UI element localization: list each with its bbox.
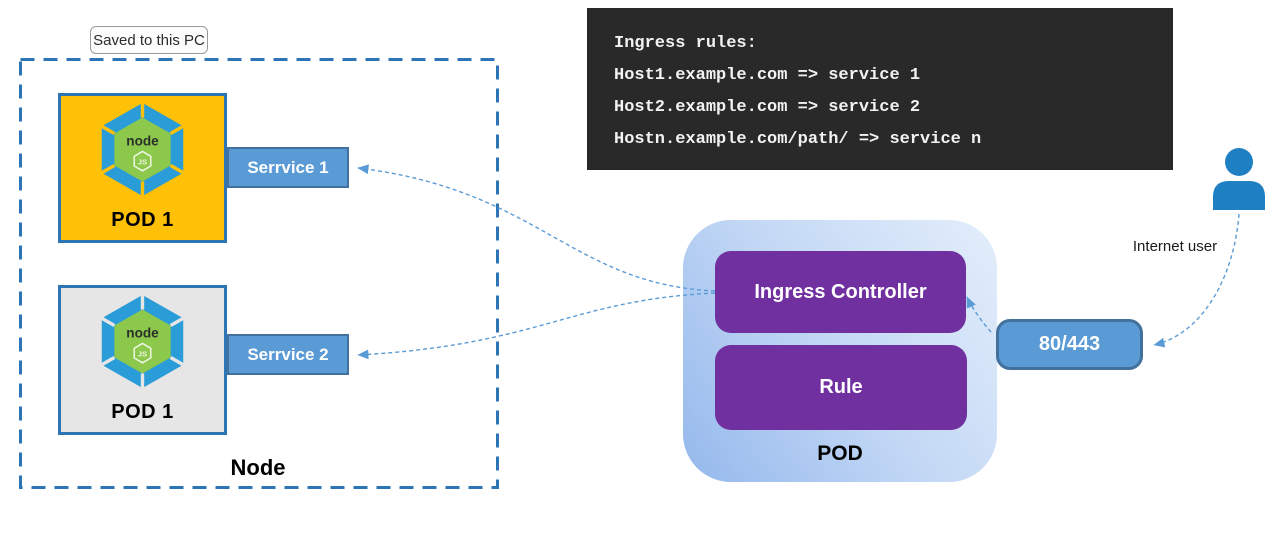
ingress-controller-label: Ingress Controller	[754, 280, 927, 303]
node-box-label: Node	[230, 455, 286, 480]
pod-1-yellow: node JS POD 1	[58, 93, 227, 243]
ingress-rules-panel: Ingress rules: Host1.example.com => serv…	[587, 8, 1173, 170]
code-line-host1: Host1.example.com => service 1	[614, 66, 921, 85]
pod-1-label: POD 1	[111, 209, 174, 231]
code-line-hostn: Hostn.example.com/path/ => service n	[614, 130, 982, 149]
pod-2-label: POD 1	[111, 401, 174, 423]
nodejs-logo-icon: node JS	[100, 294, 185, 389]
rule-label: Rule	[819, 376, 863, 398]
arrow-ingress-to-service-2	[357, 292, 716, 360]
code-line-title: Ingress rules:	[614, 34, 757, 53]
port-label: 80/443	[1038, 333, 1101, 355]
port-80-443-box: 80/443	[996, 319, 1143, 370]
ingress-pod-container: Ingress Controller Rule POD	[683, 220, 997, 482]
arrow-ingress-to-service-1	[357, 164, 716, 292]
nodejs-js-badge: JS	[138, 350, 147, 359]
ingress-pod-label: POD	[817, 442, 863, 465]
nodejs-js-badge: JS	[138, 158, 147, 167]
pod-2-gray: node JS POD 1	[58, 285, 227, 435]
code-line-host2: Host2.example.com => service 2	[614, 98, 921, 117]
arrow-user-to-port	[1153, 213, 1240, 348]
internet-user-icon	[1213, 148, 1265, 210]
service-1-label: Serrvice 1	[247, 157, 329, 177]
service-2-label: Serrvice 2	[247, 344, 329, 364]
internet-user-label: Internet user	[1132, 238, 1218, 255]
nodejs-word: node	[126, 134, 159, 149]
saved-status-tooltip: Saved to this PC	[90, 26, 208, 54]
service-1-box: Serrvice 1	[227, 147, 349, 188]
ingress-controller-box: Ingress Controller	[715, 251, 966, 333]
saved-status-label: Saved to this PC	[93, 31, 205, 49]
service-2-box: Serrvice 2	[227, 334, 349, 375]
nodejs-word: node	[126, 326, 159, 341]
rule-box: Rule	[715, 345, 967, 430]
nodejs-logo-icon: node JS	[100, 102, 185, 197]
